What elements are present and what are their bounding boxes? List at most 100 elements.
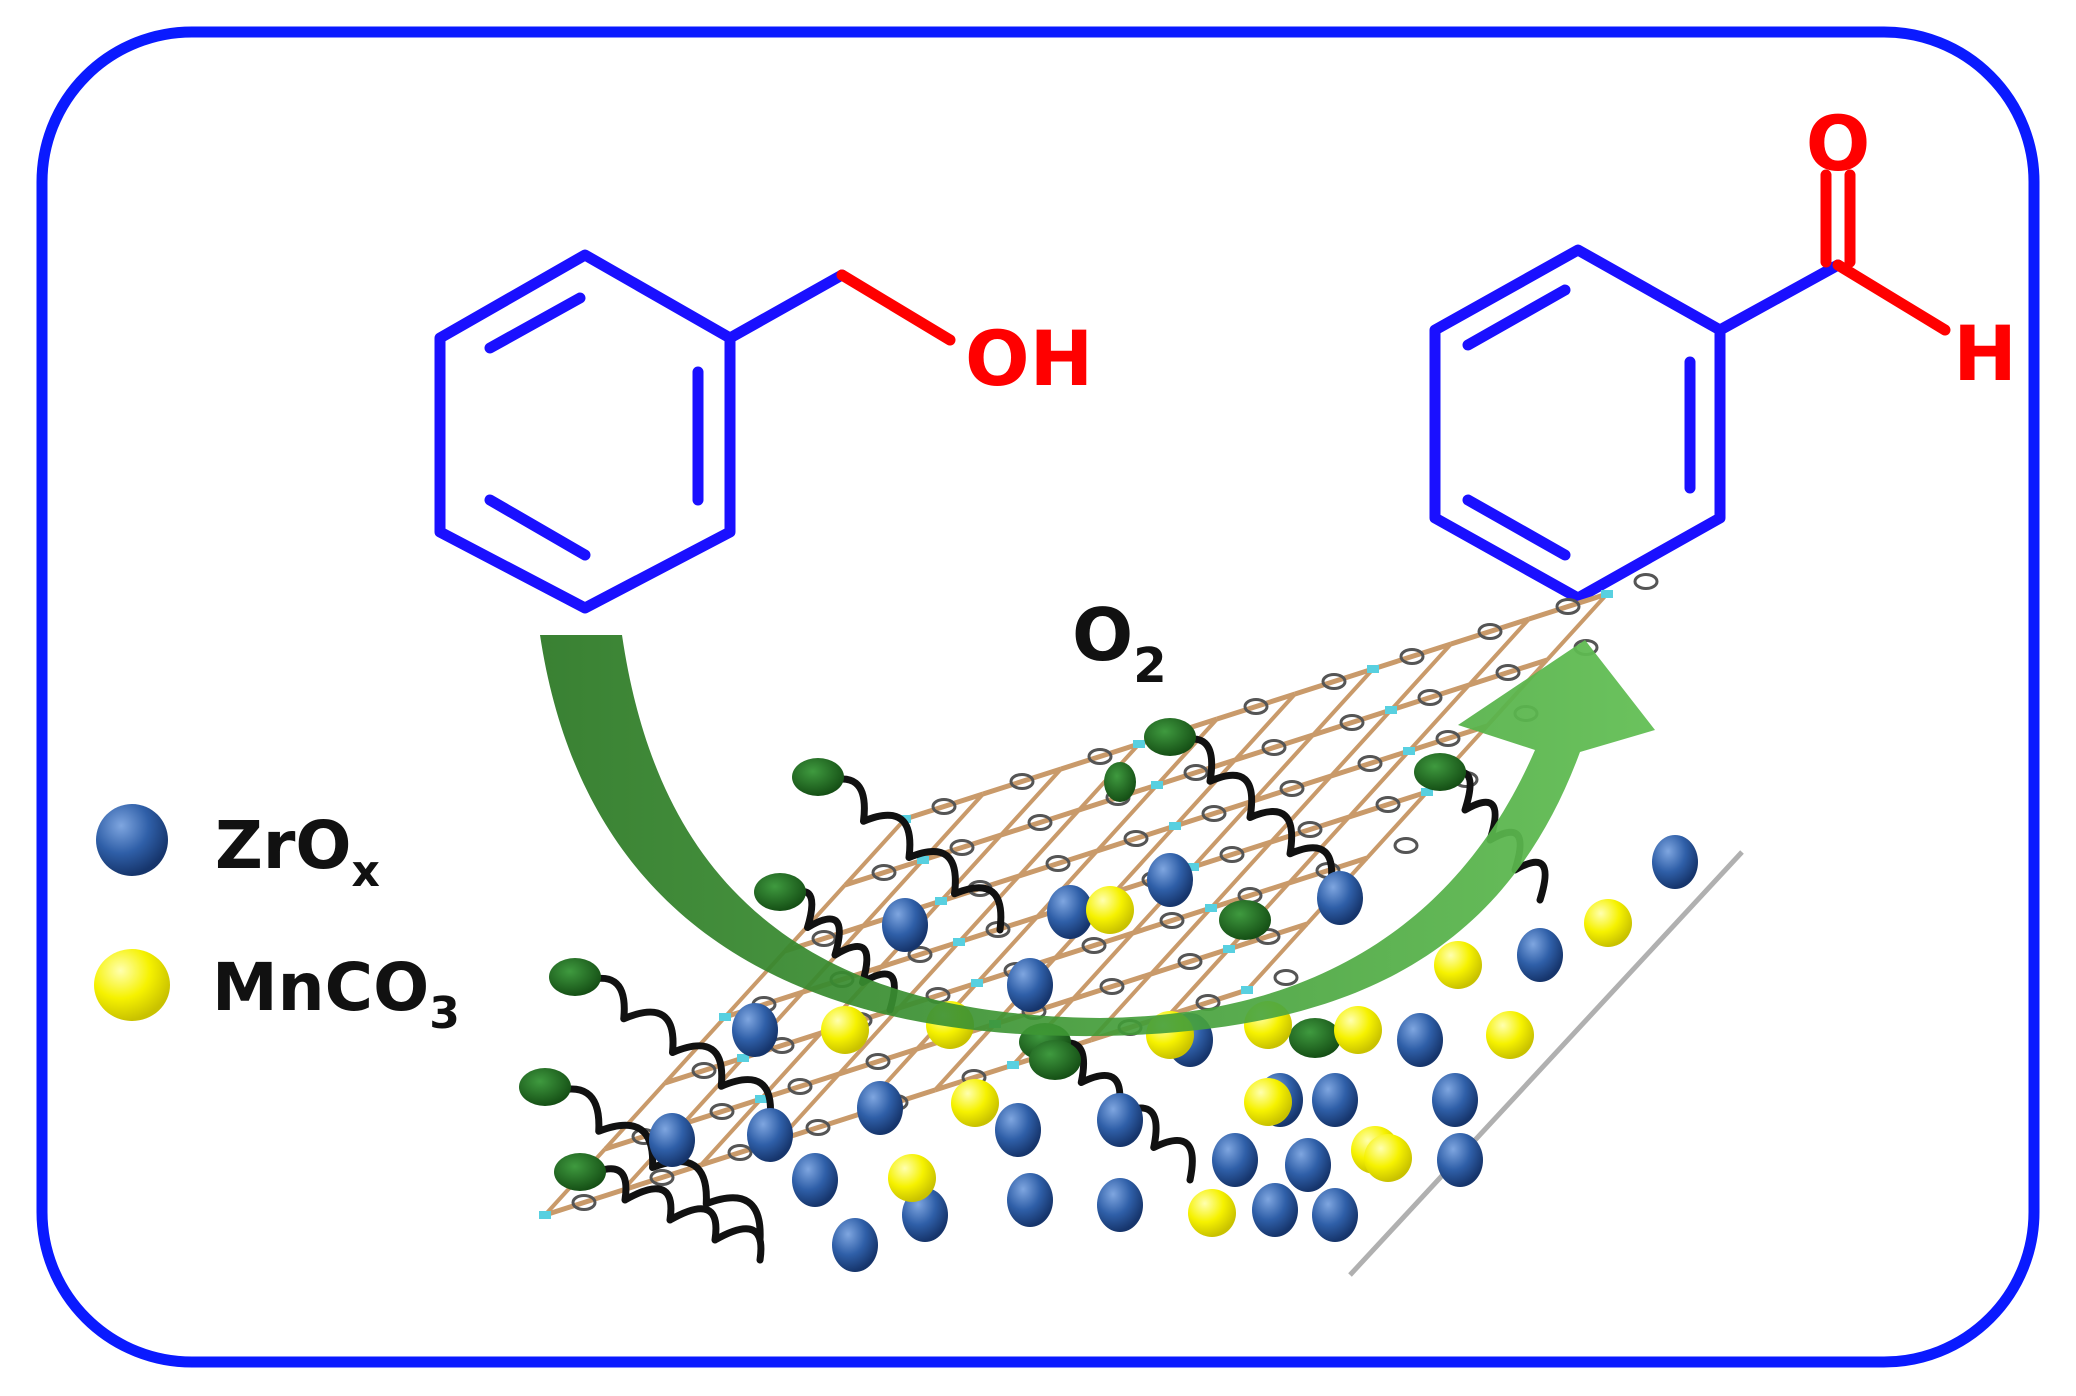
lattice-ring bbox=[1375, 796, 1401, 813]
lattice-bond bbox=[1372, 641, 1452, 672]
polymer-end-cap bbox=[1029, 1040, 1081, 1080]
lattice-ring bbox=[1081, 937, 1107, 954]
hydroxyl-label: OH bbox=[965, 314, 1093, 403]
zrox-particle bbox=[747, 1108, 793, 1162]
lattice-ring bbox=[1321, 673, 1347, 690]
lattice-bond bbox=[1072, 971, 1152, 1002]
oxygen-reagent-label: O2 bbox=[1072, 593, 1167, 694]
zrox-particle bbox=[1007, 958, 1053, 1012]
lattice-ring bbox=[1087, 748, 1113, 765]
lattice-node bbox=[1421, 788, 1433, 796]
lattice-node bbox=[917, 856, 929, 864]
lattice-ring bbox=[907, 946, 933, 963]
mnco3-particle bbox=[888, 1154, 936, 1202]
lattice-ring bbox=[1219, 846, 1245, 863]
zrox-particle bbox=[1652, 835, 1698, 889]
mnco3-particle bbox=[1434, 941, 1482, 989]
lattice-ring bbox=[727, 1144, 753, 1161]
lattice-node bbox=[1403, 747, 1415, 755]
mnco3-particle bbox=[951, 1079, 999, 1127]
aldehyde-hydrogen-label: H bbox=[1953, 309, 2017, 398]
lattice-bond bbox=[1060, 741, 1140, 772]
lattice-ring bbox=[1009, 773, 1035, 790]
lattice-ring bbox=[709, 1103, 735, 1120]
zrox-particle bbox=[1312, 1188, 1358, 1242]
lattice-bond bbox=[1312, 707, 1392, 738]
lattice-bond bbox=[1528, 591, 1608, 622]
lattice-bond bbox=[904, 791, 984, 822]
lattice-ring bbox=[1201, 805, 1227, 822]
lattice-bond bbox=[1311, 667, 1375, 737]
lattice-ring bbox=[1399, 648, 1425, 665]
lattice-node bbox=[953, 938, 965, 946]
lattice-bond bbox=[1173, 758, 1237, 828]
lattice-bond bbox=[1156, 757, 1236, 788]
lattice-node bbox=[935, 897, 947, 905]
mnco3-subscript-text: 3 bbox=[429, 988, 460, 1039]
polymer-chain bbox=[541, 1085, 764, 1244]
lattice-bond bbox=[1054, 930, 1134, 961]
aldehyde-ch-bond bbox=[1832, 259, 1951, 336]
zrox-particle bbox=[1432, 1073, 1478, 1127]
lattice-ring bbox=[1027, 814, 1053, 831]
zrox-particle bbox=[1312, 1073, 1358, 1127]
lattice-node bbox=[1151, 781, 1163, 789]
mnco3-particle bbox=[1584, 899, 1632, 947]
lattice-bond bbox=[1389, 642, 1453, 712]
lattice-node bbox=[1385, 706, 1397, 714]
lattice-bond bbox=[880, 939, 960, 970]
mnco3-particle bbox=[1244, 1078, 1292, 1126]
lattice-bond bbox=[1095, 783, 1159, 853]
lattice-node bbox=[1187, 863, 1199, 871]
lattice-ring bbox=[1243, 698, 1269, 715]
lattice-bond bbox=[699, 1097, 763, 1167]
legend-label-mnco3: MnCO3 bbox=[212, 949, 460, 1039]
zrox-main-text: ZrO bbox=[215, 807, 352, 884]
lattice-bond bbox=[1269, 774, 1333, 844]
reactant-inner-bond-1 bbox=[484, 292, 586, 354]
mnco3-particle bbox=[1086, 886, 1134, 934]
lattice-bond bbox=[934, 1062, 1014, 1093]
lattice-ring bbox=[805, 1119, 831, 1136]
mnco3-main-text: MnCO bbox=[212, 949, 429, 1026]
lattice-ring bbox=[571, 1194, 597, 1211]
lattice-node bbox=[1007, 1061, 1019, 1069]
lattice-bond bbox=[975, 915, 1039, 985]
mnco3-particle bbox=[1188, 1189, 1236, 1237]
lattice-bond bbox=[1149, 906, 1213, 976]
lattice-ring bbox=[1477, 623, 1503, 640]
lattice-bond bbox=[982, 766, 1062, 797]
zrox-particle bbox=[1047, 885, 1093, 939]
polymer-chain bbox=[571, 974, 775, 1124]
mnco3-particle bbox=[1334, 1006, 1382, 1054]
reactant-co-bond bbox=[836, 269, 956, 346]
lattice-bond bbox=[1450, 616, 1530, 647]
reaction-arrow bbox=[540, 635, 1655, 1037]
lattice-bond bbox=[1330, 748, 1410, 779]
lattice-ring bbox=[1435, 730, 1461, 747]
lattice-node bbox=[1241, 986, 1253, 994]
lattice-bond bbox=[1228, 921, 1308, 952]
product-benzene-ring bbox=[1429, 244, 1726, 604]
lattice-bond bbox=[1113, 824, 1177, 894]
lattice-ring bbox=[1555, 598, 1581, 615]
reactant-ch2-bond bbox=[724, 269, 848, 344]
lattice-ring bbox=[931, 798, 957, 815]
lattice-bond bbox=[1365, 790, 1429, 860]
polymer-end-cap bbox=[1219, 900, 1271, 940]
lattice-bond bbox=[837, 1006, 901, 1076]
polymer-chain bbox=[1041, 1039, 1196, 1184]
lattice-bond bbox=[1191, 799, 1255, 869]
lattice-bond bbox=[1545, 592, 1609, 662]
lattice-ring bbox=[1099, 978, 1125, 995]
lattice-bond bbox=[861, 858, 925, 928]
lattice-bond bbox=[1348, 789, 1428, 820]
lattice-ring bbox=[1417, 689, 1443, 706]
zrox-particle bbox=[1147, 853, 1193, 907]
lattice-bond bbox=[1468, 657, 1548, 688]
product-inner-bond-1 bbox=[1462, 284, 1571, 351]
lattice-ring bbox=[1393, 837, 1419, 854]
polymer-end-cap bbox=[754, 873, 806, 911]
lattice-bond bbox=[1209, 840, 1273, 910]
